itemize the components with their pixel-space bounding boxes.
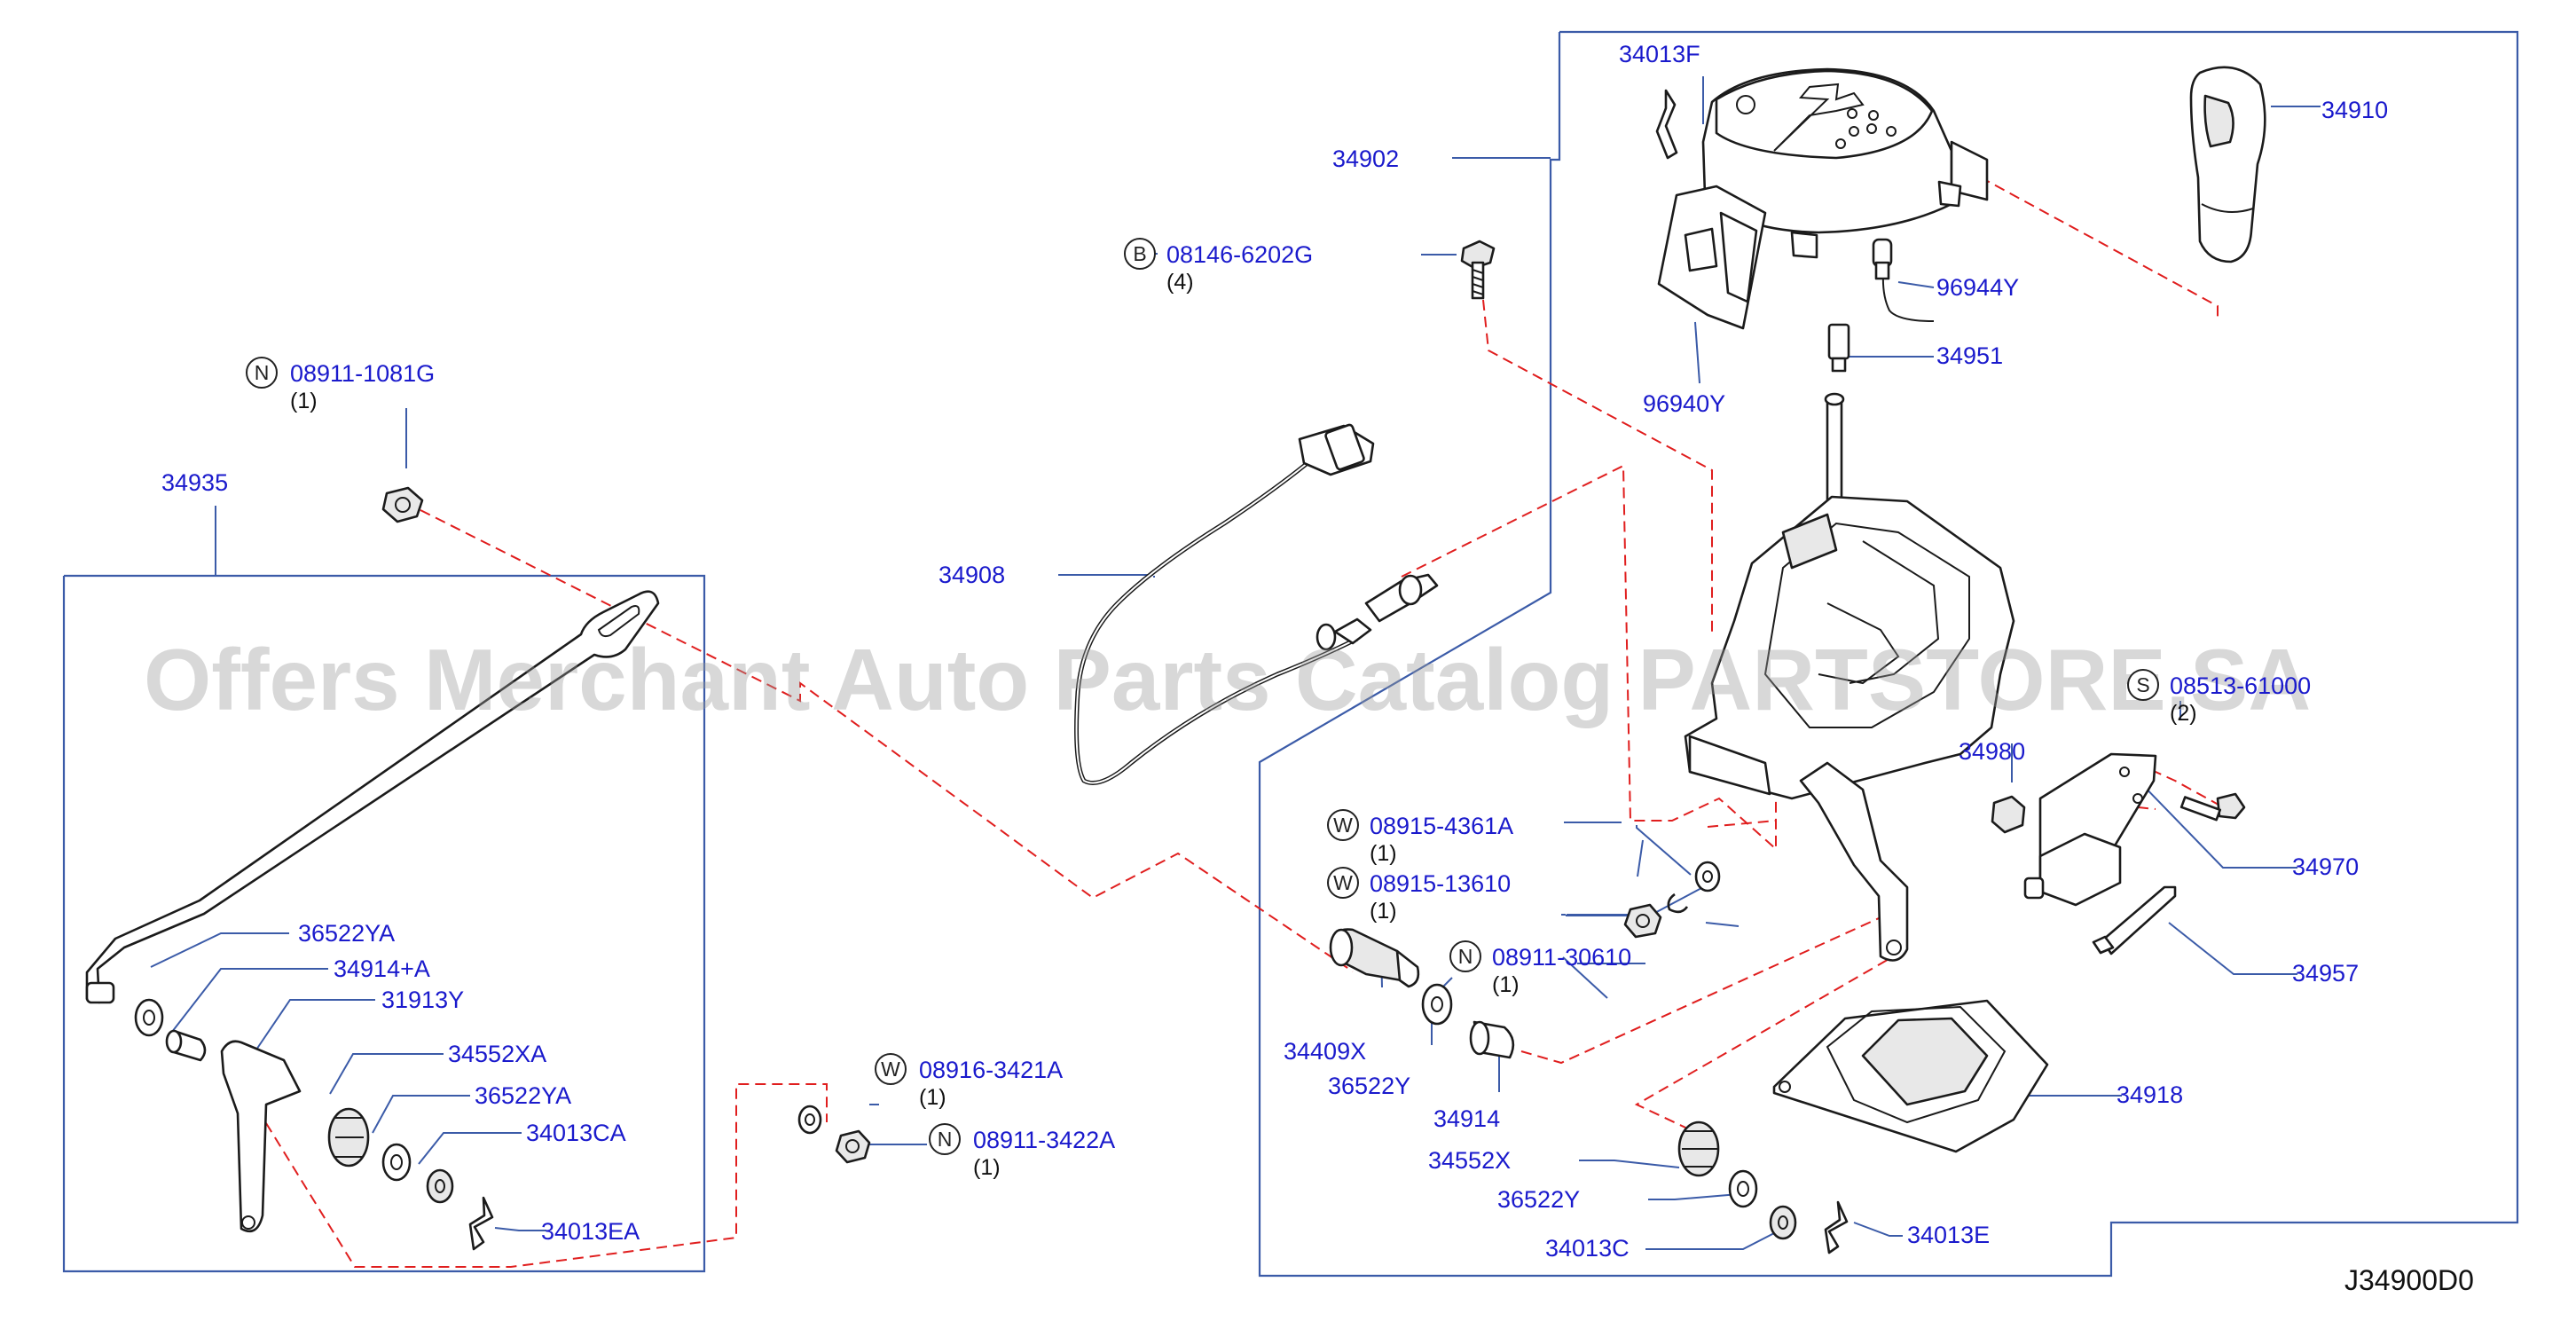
label-36522YA-1[interactable]: 36522YA	[298, 920, 395, 947]
fastener-callout[interactable]: N 08911-1081G (1)	[246, 357, 435, 413]
fastener-callout[interactable]: W 08916-3421A (1)	[875, 1053, 1063, 1110]
callout-letter: N	[938, 1128, 953, 1151]
label-34935[interactable]: 34935	[161, 469, 228, 496]
connector-34951	[1827, 323, 1850, 373]
fastener-qty: (1)	[1370, 899, 1397, 924]
part-labels: 34013F 34910 34902 96944Y 34951 96940Y 3…	[161, 41, 2388, 1262]
callout-letter: S	[2136, 673, 2149, 696]
fastener-code: 08911-30610	[1492, 944, 1631, 971]
fastener-qty: (2)	[2170, 701, 2197, 726]
fastener-code: 08911-3422A	[973, 1127, 1115, 1153]
solenoid-group	[1991, 752, 2246, 955]
bulb-96944Y	[1872, 238, 1935, 322]
label-34970[interactable]: 34970	[2292, 853, 2359, 880]
callout-letter: W	[1333, 871, 1353, 894]
label-31913Y[interactable]: 31913Y	[381, 987, 464, 1013]
leader-lines	[150, 76, 2321, 1250]
fastener-code: 08916-3421A	[919, 1057, 1063, 1083]
clip-34013F	[1655, 89, 1678, 160]
fastener-code: 08146-6202G	[1166, 241, 1313, 268]
callout-circle	[2127, 669, 2159, 701]
label-34552XA[interactable]: 34552XA	[448, 1041, 546, 1067]
fastener-qty: (4)	[1166, 270, 1194, 295]
callout-circle	[246, 357, 278, 389]
shifter-assembly	[1684, 392, 2015, 962]
callout-letter: B	[1133, 242, 1146, 265]
callout-letter: W	[881, 1058, 900, 1081]
callout-letter: W	[1333, 814, 1353, 837]
shift-cover	[1657, 67, 1989, 330]
label-34908[interactable]: 34908	[939, 562, 1005, 588]
fastener-code: 08513-61000	[2170, 672, 2311, 699]
boot-34918	[1772, 999, 2049, 1153]
callout-circle	[1327, 867, 1359, 899]
fastener-qty: (1)	[919, 1085, 946, 1110]
label-36522Y-1[interactable]: 36522Y	[1328, 1073, 1410, 1099]
fastener-code: 08915-4361A	[1370, 813, 1513, 839]
callout-circle	[1124, 238, 1156, 270]
bolt-icon	[1460, 240, 1496, 300]
label-34910[interactable]: 34910	[2321, 97, 2388, 123]
washer-nut-mid	[797, 1105, 871, 1164]
label-36522YA-2[interactable]: 36522YA	[475, 1082, 571, 1109]
label-36522Y-2[interactable]: 36522Y	[1497, 1186, 1580, 1213]
label-96940Y[interactable]: 96940Y	[1643, 390, 1725, 417]
fastener-callout[interactable]: W 08915-13610 (1)	[1327, 867, 1511, 924]
label-34980[interactable]: 34980	[1959, 738, 2025, 765]
fastener-qty: (1)	[973, 1155, 1001, 1180]
label-34013CA[interactable]: 34013CA	[526, 1120, 626, 1146]
label-34951[interactable]: 34951	[1936, 342, 2003, 369]
fastener-callout[interactable]: W 08915-4361A (1)	[1327, 809, 1513, 866]
knob-34910	[2189, 66, 2266, 263]
callout-circle	[875, 1053, 907, 1085]
assembly-box-34902	[1258, 30, 2519, 1278]
fastener-callout[interactable]: B 08146-6202G (4)	[1124, 238, 1313, 295]
callout-circle	[1327, 809, 1359, 841]
label-34957[interactable]: 34957	[2292, 960, 2359, 987]
diagram-code: J34900D0	[2344, 1264, 2474, 1296]
cable-34908	[1074, 423, 1439, 785]
bushing-group-left	[134, 998, 494, 1251]
callout-letter: N	[255, 361, 270, 384]
label-34918[interactable]: 34918	[2117, 1081, 2183, 1108]
label-34013F[interactable]: 34013F	[1619, 41, 1700, 67]
fastener-qty: (1)	[1492, 972, 1520, 997]
pivot-pin-group	[1329, 928, 1515, 1059]
fastener-code: 08911-1081G	[290, 360, 435, 387]
watermark: Offers Merchant Auto Parts Catalog PARTS…	[144, 631, 2311, 728]
bushing-group-right	[1677, 1120, 1849, 1254]
fastener-qty: (1)	[1370, 841, 1397, 866]
callout-letter: N	[1458, 945, 1473, 968]
label-34914A[interactable]: 34914+A	[334, 955, 430, 982]
label-34409X[interactable]: 34409X	[1284, 1038, 1366, 1065]
fastener-callout[interactable]: S 08513-61000 (2)	[2127, 669, 2311, 726]
label-34902[interactable]: 34902	[1332, 145, 1399, 172]
nut-icon	[381, 486, 424, 523]
fastener-code: 08915-13610	[1370, 870, 1511, 897]
label-34552X[interactable]: 34552X	[1428, 1147, 1511, 1174]
control-rod-34935	[85, 590, 660, 1004]
fastener-qty: (1)	[290, 389, 318, 413]
label-34914[interactable]: 34914	[1433, 1105, 1500, 1132]
fastener-callout[interactable]: N 08911-3422A (1)	[929, 1123, 1115, 1180]
label-34013C[interactable]: 34013C	[1545, 1235, 1630, 1262]
fastener-callout[interactable]: N 08911-30610 (1)	[1449, 940, 1631, 997]
callout-circle	[929, 1123, 961, 1155]
callout-circle	[1449, 940, 1481, 972]
label-34013E[interactable]: 34013E	[1907, 1222, 1990, 1248]
label-96944Y[interactable]: 96944Y	[1936, 274, 2019, 301]
washers-right-mid	[1623, 861, 1721, 939]
assembly-box-34935	[62, 574, 706, 1273]
label-34013EA[interactable]: 34013EA	[541, 1218, 640, 1245]
